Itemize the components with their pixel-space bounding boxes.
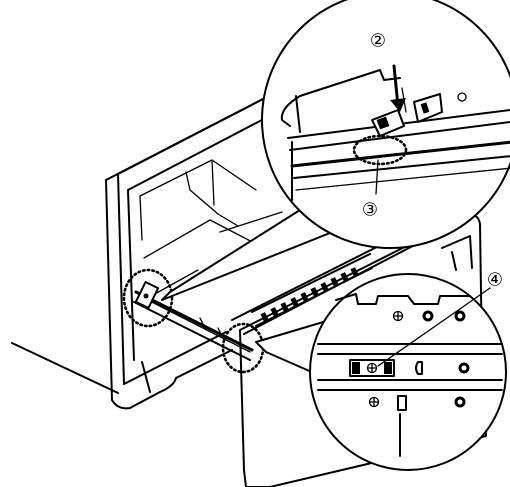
callout-2: ②: [370, 31, 386, 52]
callout-3: ③: [362, 200, 378, 221]
callout-4-label: ④: [487, 270, 503, 291]
cabinet-body: [11, 79, 301, 410]
latch-highlight: [352, 134, 408, 166]
bottom-zoom-bubble: [255, 273, 507, 471]
callout-4: ④: [487, 270, 503, 291]
callout-3-label: ③: [362, 200, 378, 221]
rail-highlight-front: [122, 268, 174, 328]
top-zoom-bubble: [161, 0, 510, 301]
top-zoom-content: [280, 64, 510, 201]
slide-rail: [133, 281, 254, 361]
vent-slots: [260, 267, 359, 323]
callout-2-label: ②: [370, 31, 386, 52]
bottom-zoom-content: [317, 287, 503, 457]
